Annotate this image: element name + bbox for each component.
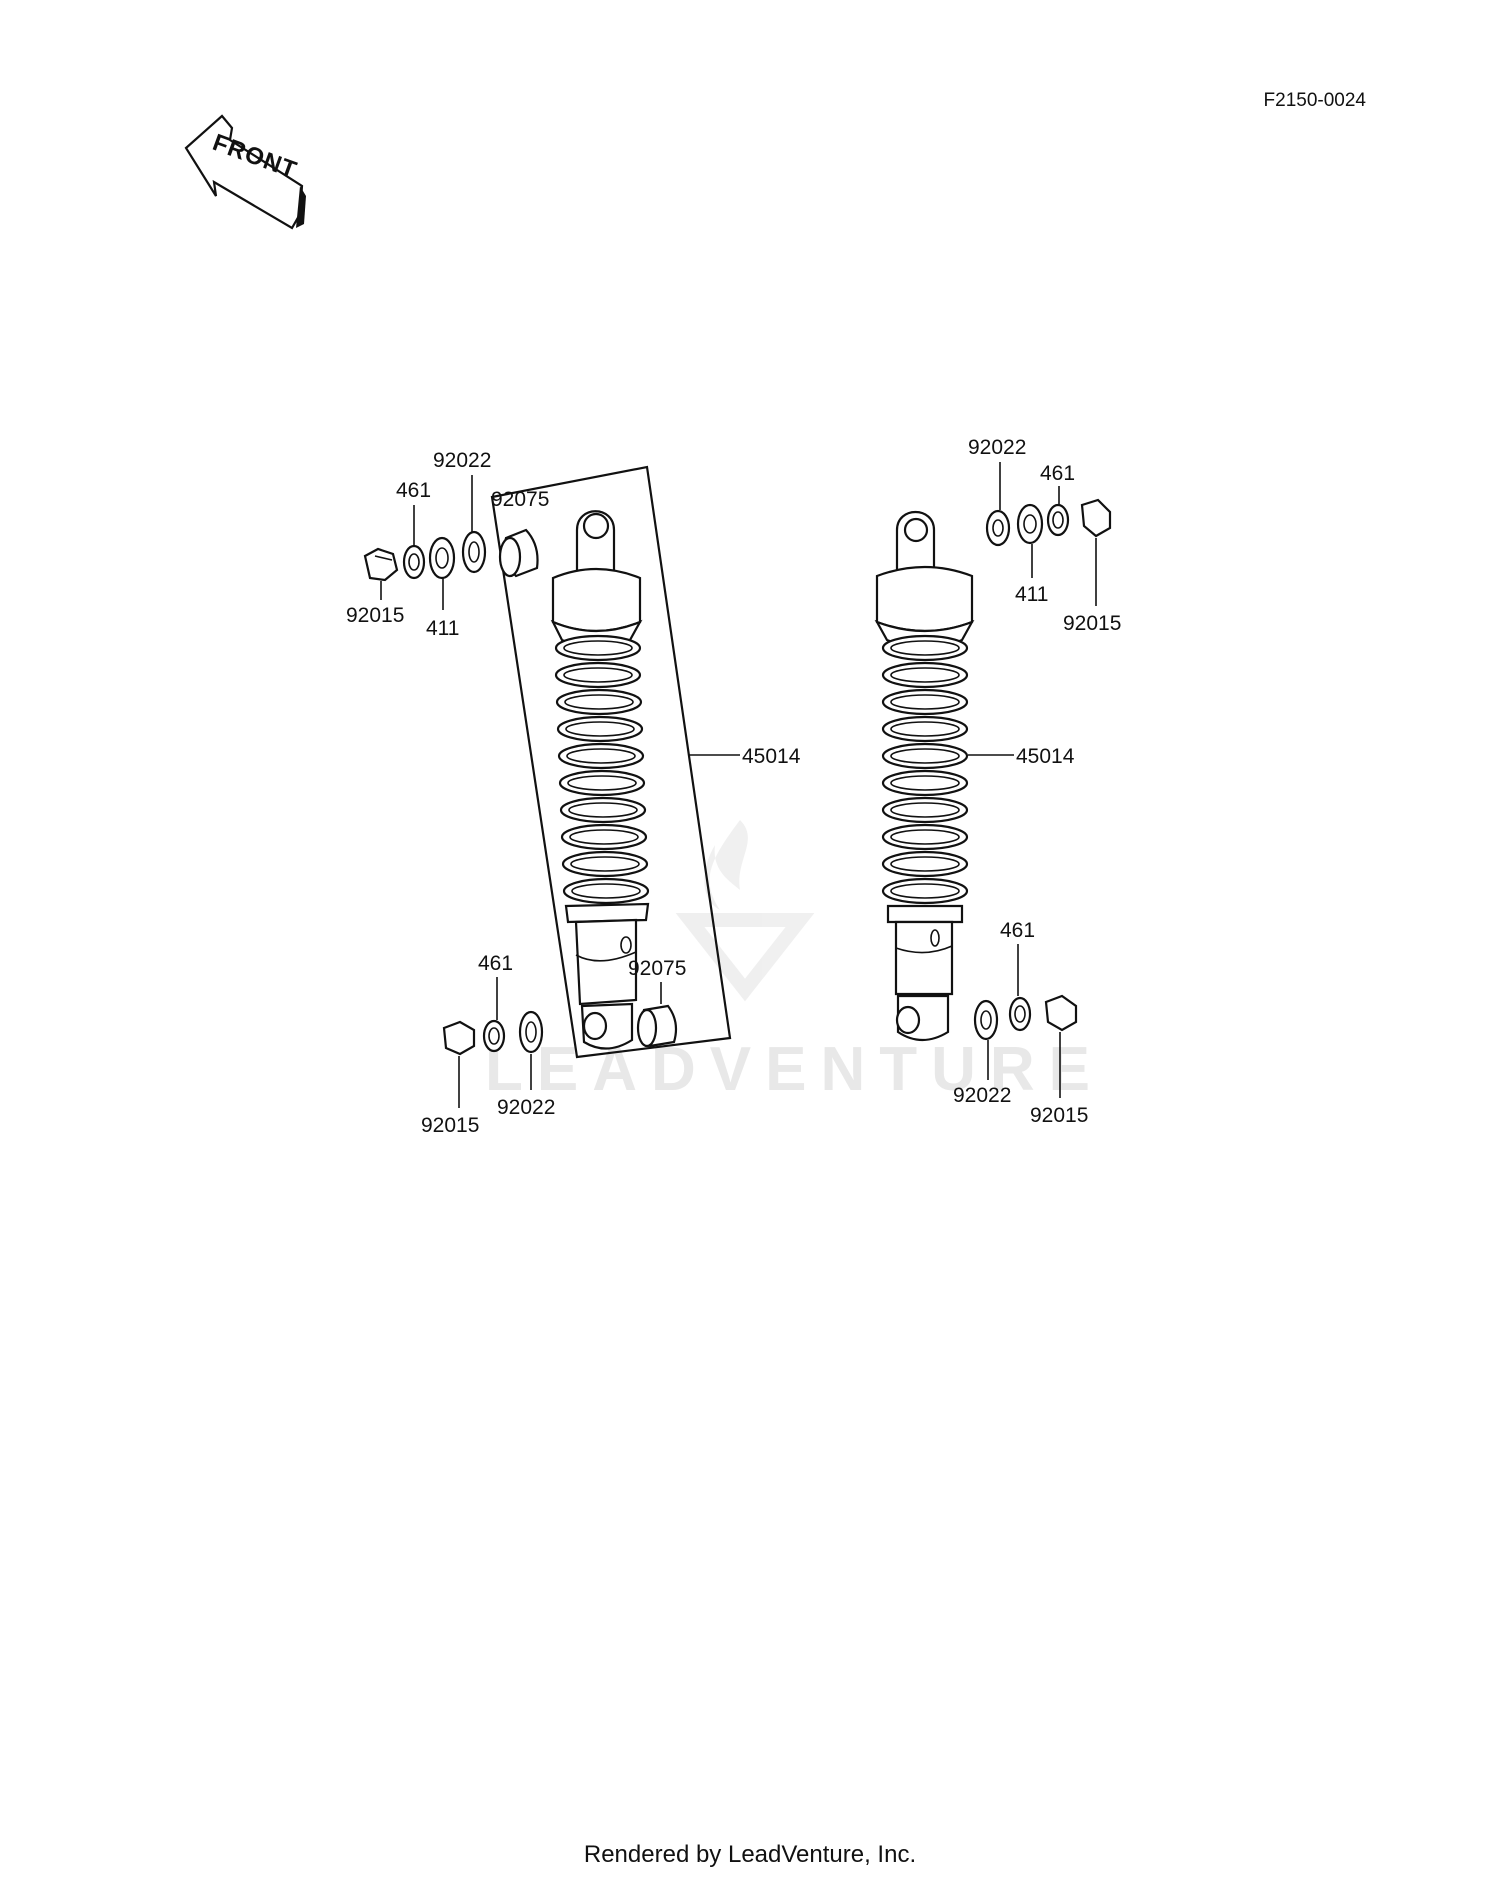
front-direction-arrow-icon: FRONT [184,114,306,230]
right-bottom-label-461: 461 [1000,919,1035,942]
left-bottom-label-92022: 92022 [497,1096,555,1119]
left-top-label-92015: 92015 [346,604,404,627]
left-bottom-label-92075: 92075 [628,957,686,980]
right-shock-assembly [874,510,975,1042]
right-bottom-hardware [973,994,1078,1041]
right-top-label-92022: 92022 [968,436,1026,459]
left-top-label-92022: 92022 [433,449,491,472]
right-top-label-92015: 92015 [1063,612,1121,635]
left-top-label-92075: 92075 [491,488,549,511]
left-shock-assembly [490,465,732,1059]
left-bottom-hardware [442,1004,678,1056]
right-top-label-461: 461 [1040,462,1075,485]
left-top-label-411: 411 [426,617,459,640]
left-top-label-461: 461 [396,479,431,502]
left-top-hardware [363,528,539,582]
right-top-label-411: 411 [1015,583,1048,606]
left-assembly-label-45014: 45014 [742,745,801,768]
right-assembly-label-45014: 45014 [1016,745,1075,768]
watermark-text: LEADVENTURE [485,1035,1104,1104]
right-bottom-label-92022: 92022 [953,1084,1011,1107]
left-bottom-label-92015: 92015 [421,1114,479,1137]
right-bottom-label-92015: 92015 [1030,1104,1088,1127]
right-top-hardware [985,498,1112,547]
left-bottom-label-461: 461 [478,952,513,975]
footer-credit: Rendered by LeadVenture, Inc. [584,1841,916,1868]
reference-code: F2150-0024 [1264,90,1367,111]
leadventure-flame-logo-icon [675,820,815,1002]
